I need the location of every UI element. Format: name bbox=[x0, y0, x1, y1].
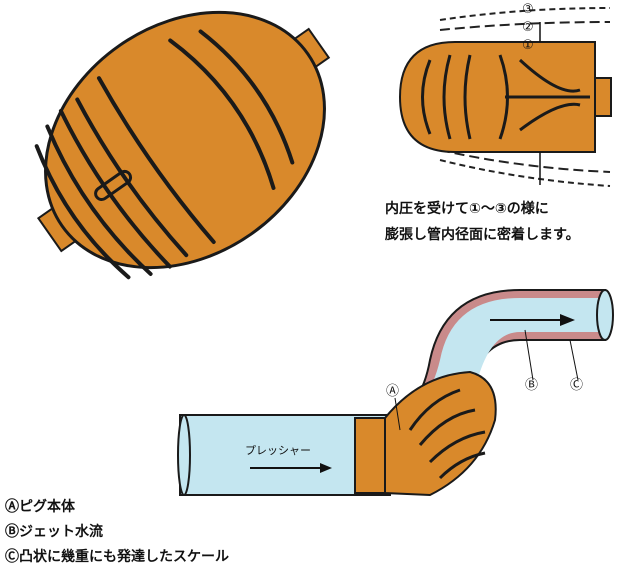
legend-item-c: Ⓒ凸状に幾重にも発達したスケール bbox=[5, 549, 229, 565]
pig-in-pipe bbox=[354, 370, 497, 497]
caption-line-1: 内圧を受けて①～③の様に bbox=[385, 201, 549, 217]
callout-c: Ⓒ bbox=[570, 378, 584, 393]
legend-item-a: Ⓐピグ本体 bbox=[5, 499, 75, 515]
pig-body-large bbox=[34, 10, 331, 280]
expansion-mark-3: ③ bbox=[522, 2, 534, 17]
caption-line-2: 膨張し管内径面に密着します。 bbox=[385, 227, 580, 243]
pressure-label: プレッシャー bbox=[245, 444, 311, 457]
expansion-mark-2: ② bbox=[522, 20, 534, 35]
callout-b: Ⓑ bbox=[525, 378, 539, 393]
callout-a: Ⓐ bbox=[386, 384, 400, 399]
legend-item-b: Ⓑジェット水流 bbox=[5, 524, 103, 540]
expansion-mark-1: ① bbox=[522, 38, 534, 53]
pig-body-expansion bbox=[398, 7, 612, 187]
callout-lines bbox=[394, 329, 579, 431]
